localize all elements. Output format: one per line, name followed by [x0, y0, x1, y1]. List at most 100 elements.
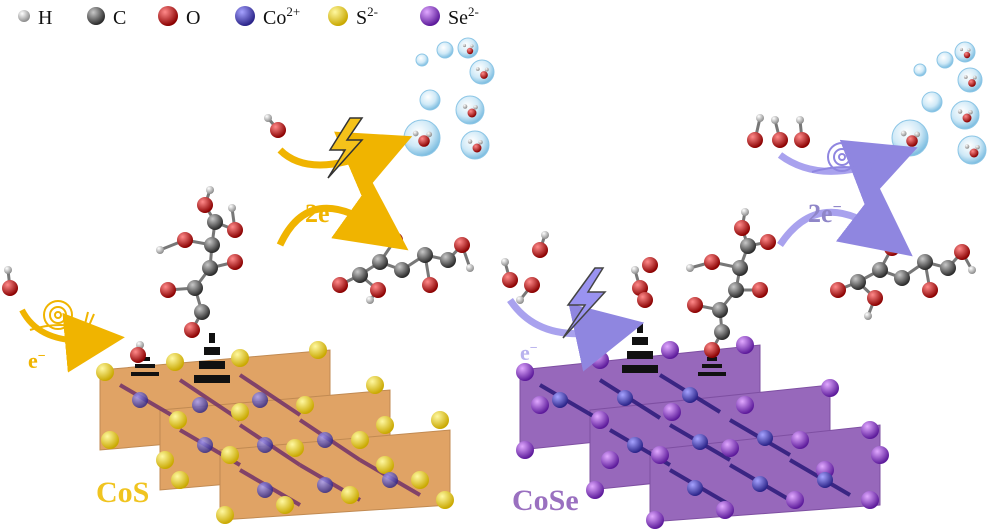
atom-ball — [221, 446, 239, 464]
atom-ball — [861, 421, 879, 439]
o-atom — [467, 108, 477, 118]
cose-2e-label: 2e− — [808, 199, 842, 228]
legend-co-ball — [235, 6, 255, 26]
h-atom — [741, 208, 749, 216]
h-atom — [475, 67, 480, 71]
h-atom — [484, 67, 489, 72]
c-atom — [417, 247, 433, 263]
cos-material-label: CoS — [96, 476, 149, 509]
h-atom — [959, 47, 964, 52]
cos-electron-label: e− — [28, 348, 46, 373]
h-atom — [900, 130, 907, 137]
atom-ball — [376, 416, 394, 434]
atom-ball — [661, 341, 679, 359]
atom-ball — [586, 481, 604, 499]
c-atom — [894, 270, 910, 286]
atom-ball — [309, 341, 327, 359]
o-atom — [922, 282, 938, 298]
c-atom — [732, 260, 748, 276]
o-atom — [637, 292, 653, 308]
water-bubbles — [403, 37, 987, 165]
o-atom — [963, 51, 971, 59]
c-atom — [204, 237, 220, 253]
legend-c-ball — [87, 7, 105, 25]
legend-s-label: S2- — [356, 4, 378, 29]
h-atom — [4, 266, 12, 274]
h-atom — [967, 48, 971, 52]
h-atom — [228, 204, 236, 212]
h-atom — [957, 109, 963, 114]
atom-ball — [591, 411, 609, 429]
lightning-bolt-icon — [327, 117, 364, 179]
water-bubble — [419, 89, 441, 111]
atom-ball — [736, 396, 754, 414]
atom-ball — [663, 403, 681, 421]
legend-s-ball — [328, 6, 348, 26]
o-atom — [418, 135, 430, 147]
h-atom — [366, 296, 374, 304]
h-atom — [462, 104, 468, 109]
o-atom — [968, 79, 976, 87]
atom-ball — [516, 363, 534, 381]
o-atom — [687, 297, 703, 313]
h-atom — [462, 43, 467, 48]
o-atom — [227, 254, 243, 270]
atom-ball — [366, 376, 384, 394]
o-atom — [370, 282, 386, 298]
water-bubble — [921, 91, 943, 113]
h-atom — [968, 109, 973, 115]
atom-ball — [871, 446, 889, 464]
atom-ball — [516, 441, 534, 459]
atom-ball — [351, 431, 369, 449]
c-atom — [740, 238, 756, 254]
c-atom — [872, 262, 888, 278]
cos-2e-label: 2e− — [305, 199, 339, 228]
water-bubble — [415, 53, 429, 67]
atom-ball — [156, 451, 174, 469]
o-atom — [734, 220, 750, 236]
h-atom — [466, 264, 474, 272]
o-atom — [177, 232, 193, 248]
c-atom — [850, 274, 866, 290]
h-atom — [964, 144, 970, 149]
legend-se-ball — [420, 6, 440, 26]
c-atom — [714, 324, 730, 340]
o-atom — [332, 277, 348, 293]
snail-icon — [29, 300, 95, 331]
o-atom — [227, 222, 243, 238]
h-atom — [478, 139, 483, 145]
cose-slow-arrows — [777, 139, 918, 257]
o-atom — [704, 254, 720, 270]
o-atom — [472, 143, 482, 153]
c-atom — [202, 260, 218, 276]
h-atom — [975, 144, 980, 150]
h-atom — [467, 139, 473, 144]
o-atom — [502, 272, 518, 288]
legend-h-label: H — [38, 7, 52, 29]
atom-ball — [716, 501, 734, 519]
atom-ball — [861, 491, 879, 509]
h-atom — [864, 312, 872, 320]
h-atom — [206, 186, 214, 194]
o-atom — [747, 132, 763, 148]
o-atom — [422, 277, 438, 293]
c-atom — [440, 252, 456, 268]
c-atom — [940, 260, 956, 276]
water-bubble — [913, 63, 927, 77]
h-atom — [963, 75, 968, 79]
atom-ball — [591, 351, 609, 369]
c-atom — [372, 254, 388, 270]
atom-ball — [341, 486, 359, 504]
h-atom — [156, 246, 164, 254]
h-atom — [771, 116, 779, 124]
atom-ball — [436, 491, 454, 509]
c-atom — [194, 304, 210, 320]
o-atom — [962, 113, 972, 123]
o-atom — [830, 282, 846, 298]
h-atom — [796, 116, 804, 124]
atom-ball — [96, 363, 114, 381]
atom-ball — [646, 511, 664, 529]
water-bubble — [457, 37, 479, 59]
